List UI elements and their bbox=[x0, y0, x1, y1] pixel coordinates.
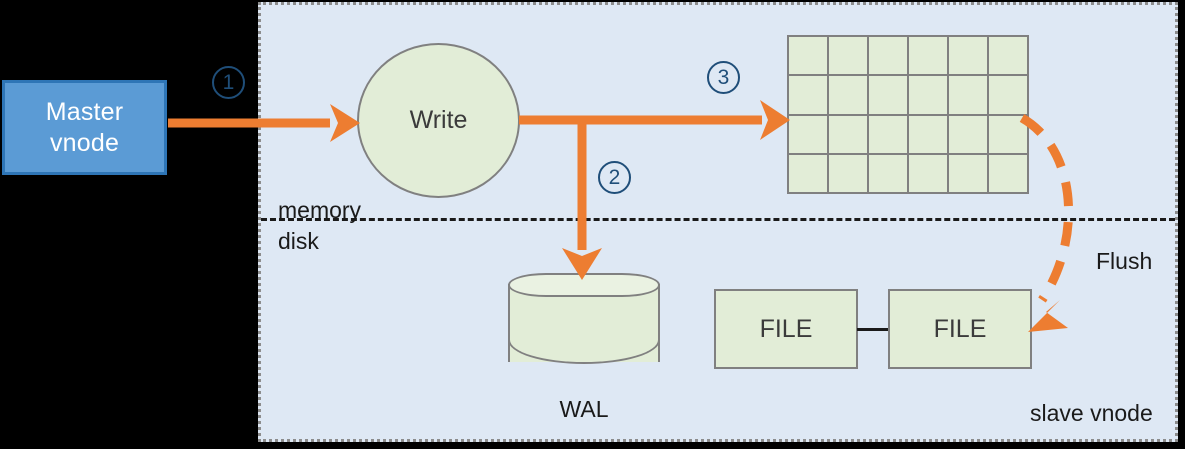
memtable-cell bbox=[909, 76, 947, 114]
file-connector-line bbox=[857, 328, 889, 331]
write-node[interactable]: Write bbox=[357, 43, 520, 198]
write-node-label: Write bbox=[409, 106, 468, 134]
memtable-cell bbox=[909, 154, 947, 192]
memtable-cell bbox=[789, 115, 827, 153]
memtable-cell bbox=[909, 115, 947, 153]
file-box-2-label: FILE bbox=[933, 314, 987, 343]
memtable-cell bbox=[789, 37, 827, 75]
wal-cylinder bbox=[508, 273, 660, 373]
memtable-cell bbox=[909, 37, 947, 75]
master-vnode-box[interactable]: Master vnode bbox=[2, 80, 167, 175]
memtable-cell bbox=[949, 76, 987, 114]
memtable-cell bbox=[789, 154, 827, 192]
slave-vnode-label: slave vnode bbox=[1030, 400, 1153, 426]
master-vnode-label-line1: Master bbox=[45, 98, 124, 126]
disk-label: disk bbox=[278, 228, 319, 254]
memtable-cell bbox=[829, 154, 867, 192]
memtable-cell bbox=[989, 115, 1027, 153]
memtable-cell bbox=[869, 37, 907, 75]
memtable-cell bbox=[989, 76, 1027, 114]
memtable-cell bbox=[829, 37, 867, 75]
memtable-cell bbox=[989, 154, 1027, 192]
memtable-cell bbox=[949, 37, 987, 75]
step-badge-2: 2 bbox=[598, 161, 631, 194]
memtable-grid bbox=[787, 35, 1029, 194]
memtable-cell bbox=[869, 115, 907, 153]
file-box-1[interactable]: FILE bbox=[714, 289, 858, 369]
memory-label: memory bbox=[278, 197, 362, 223]
memtable-cell bbox=[949, 154, 987, 192]
flush-label: Flush bbox=[1096, 248, 1153, 274]
memtable-cell bbox=[989, 37, 1027, 75]
memtable-cell bbox=[789, 76, 827, 114]
memtable-cell bbox=[829, 115, 867, 153]
memory-disk-divider bbox=[261, 218, 1175, 221]
master-vnode-label-line2: vnode bbox=[49, 128, 120, 157]
memtable-cell bbox=[869, 154, 907, 192]
memtable-cell bbox=[869, 76, 907, 114]
wal-cylinder-top bbox=[508, 273, 660, 297]
step-badge-3: 3 bbox=[707, 61, 740, 94]
file-box-2[interactable]: FILE bbox=[888, 289, 1032, 369]
memtable-cell bbox=[829, 76, 867, 114]
file-box-1-label: FILE bbox=[759, 314, 813, 343]
memtable-cell bbox=[949, 115, 987, 153]
wal-label: WAL bbox=[559, 396, 609, 422]
step-badge-1: 1 bbox=[212, 66, 245, 99]
